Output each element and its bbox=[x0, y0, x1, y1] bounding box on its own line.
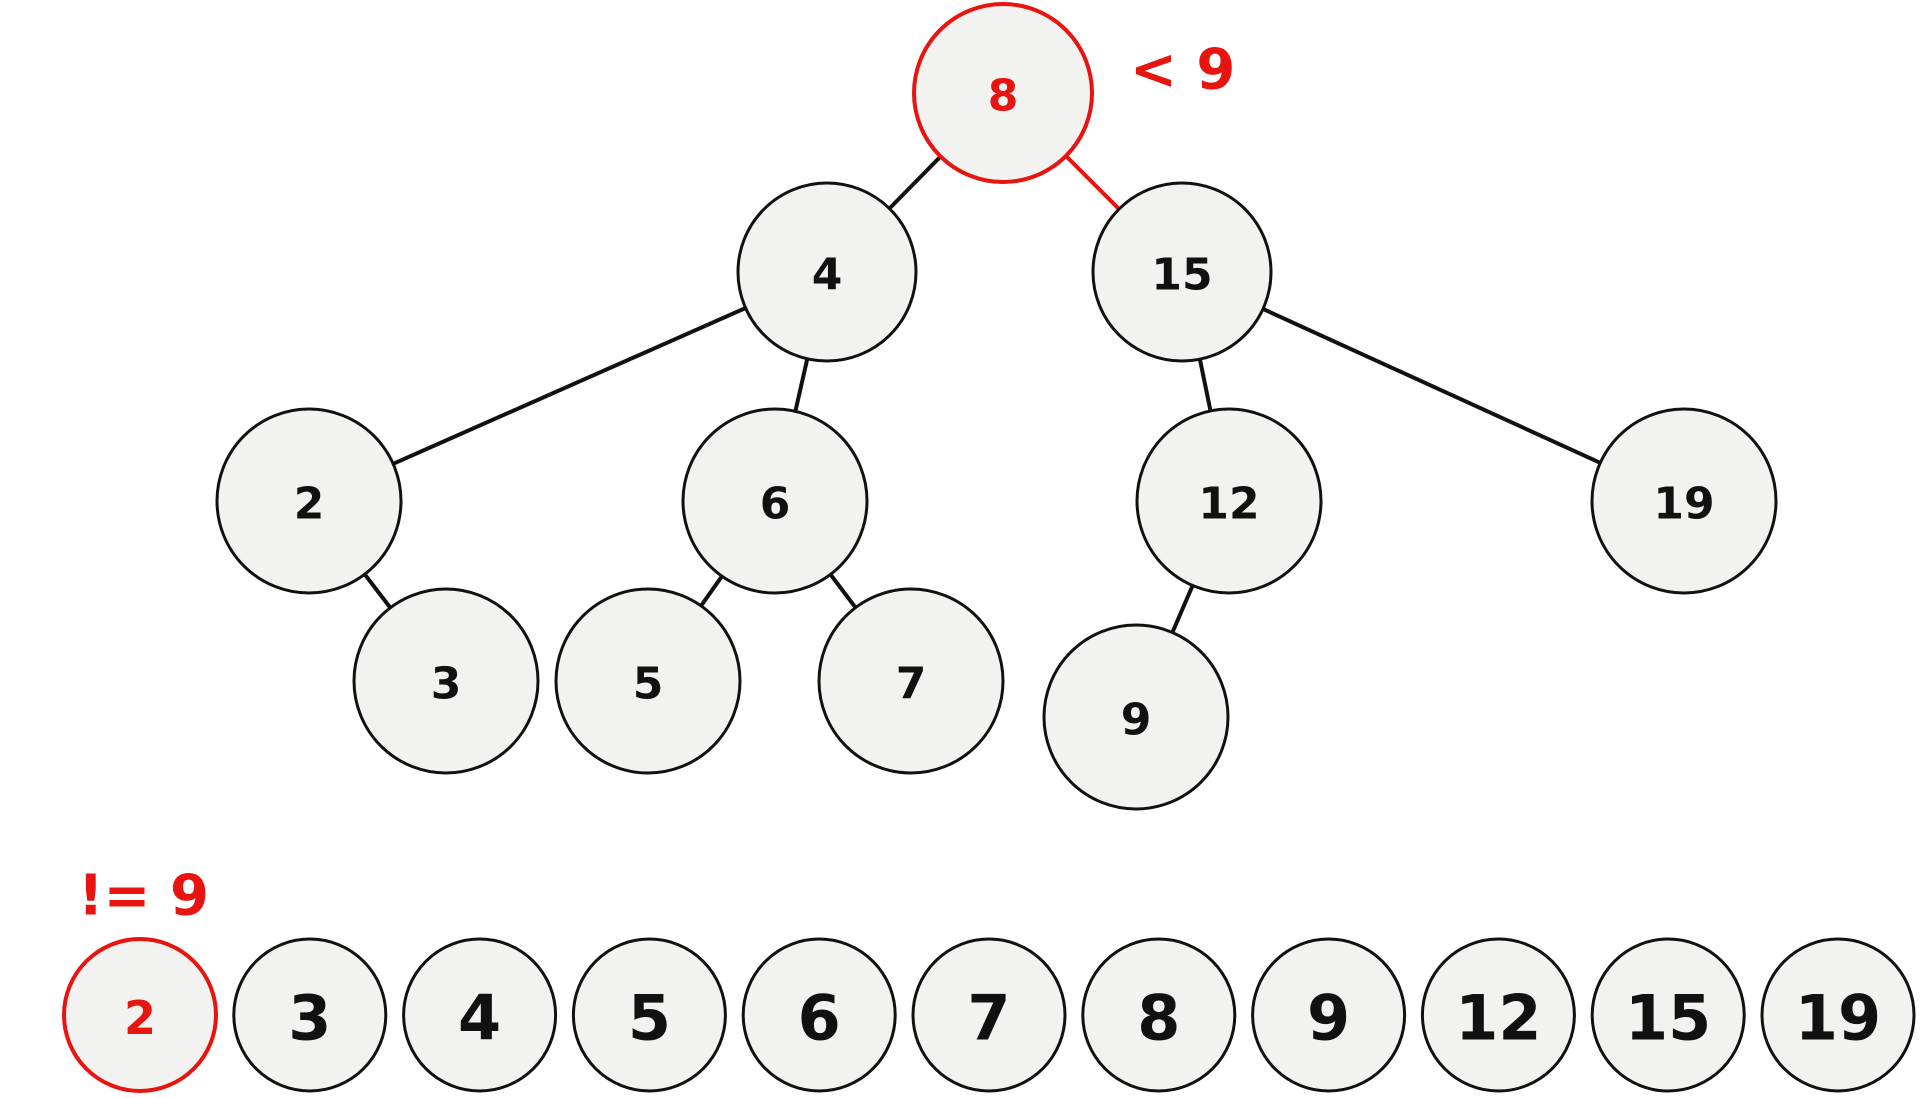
tree-node-circle bbox=[736, 181, 918, 363]
list-item-3: 3 bbox=[232, 937, 388, 1093]
tree-node-9: 9 bbox=[1042, 623, 1230, 811]
list-item-circle bbox=[1081, 937, 1237, 1093]
list-item-label: 5 bbox=[628, 982, 671, 1055]
tree-node-label: 9 bbox=[1121, 695, 1152, 746]
tree-node-circle bbox=[1042, 623, 1230, 811]
tree-node-12: 12 bbox=[1135, 407, 1323, 595]
tree-node-circle bbox=[1590, 407, 1778, 595]
list-item-label: 4 bbox=[458, 982, 501, 1055]
list-comparison-annotation: != 9 bbox=[78, 864, 209, 929]
list-item-circle bbox=[571, 937, 727, 1093]
sorted-list: 2 3 4 5 6 7 8 9 12 15 19 bbox=[62, 937, 1916, 1093]
list-item-7: 7 bbox=[911, 937, 1067, 1093]
list-item-15: 15 bbox=[1590, 937, 1746, 1093]
list-item-circle bbox=[1251, 937, 1407, 1093]
tree-node-label: 12 bbox=[1198, 479, 1259, 530]
tree-node-5: 5 bbox=[554, 587, 742, 775]
list-item-label: 7 bbox=[967, 982, 1010, 1055]
tree-node-15: 15 bbox=[1091, 181, 1273, 363]
tree-node-circle bbox=[912, 2, 1094, 184]
tree-node-4: 4 bbox=[736, 181, 918, 363]
tree-node-label: 8 bbox=[988, 71, 1019, 122]
list-item-19: 19 bbox=[1760, 937, 1916, 1093]
tree-node-circle bbox=[215, 407, 403, 595]
list-item-circle bbox=[402, 937, 558, 1093]
list-item-circle bbox=[232, 937, 388, 1093]
list-item-circle bbox=[1420, 937, 1576, 1093]
list-item-label: 3 bbox=[288, 982, 331, 1055]
tree-node-label: 19 bbox=[1653, 479, 1714, 530]
tree-node-circle bbox=[1135, 407, 1323, 595]
list-item-label: 15 bbox=[1625, 982, 1711, 1055]
tree-node-circle bbox=[1091, 181, 1273, 363]
list-item-label: 9 bbox=[1307, 982, 1350, 1055]
tree-edge-4-2 bbox=[308, 270, 828, 503]
list-item-label: 6 bbox=[798, 982, 841, 1055]
list-item-6: 6 bbox=[741, 937, 897, 1093]
list-item-circle bbox=[1760, 937, 1916, 1093]
tree-node-label: 5 bbox=[633, 659, 664, 710]
root-comparison-annotation: < 9 bbox=[1130, 38, 1235, 103]
tree-node-label: 4 bbox=[812, 250, 843, 301]
tree-node-label: 15 bbox=[1151, 250, 1212, 301]
tree-node-3: 3 bbox=[352, 587, 540, 775]
list-item-circle bbox=[1590, 937, 1746, 1093]
tree-node-circle bbox=[554, 587, 742, 775]
tree-node-19: 19 bbox=[1590, 407, 1778, 595]
tree-node-6: 6 bbox=[681, 407, 869, 595]
tree-node-circle bbox=[352, 587, 540, 775]
tree-node-label: 7 bbox=[896, 659, 927, 710]
tree-node-8: 8 bbox=[912, 2, 1094, 184]
list-item-5: 5 bbox=[571, 937, 727, 1093]
tree-node-circle bbox=[817, 587, 1005, 775]
tree-node-7: 7 bbox=[817, 587, 1005, 775]
list-item-circle bbox=[911, 937, 1067, 1093]
list-item-8: 8 bbox=[1081, 937, 1237, 1093]
list-item-circle bbox=[741, 937, 897, 1093]
list-item-4: 4 bbox=[402, 937, 558, 1093]
list-item-2: 2 bbox=[62, 937, 218, 1093]
list-item-circle bbox=[62, 937, 218, 1093]
list-item-9: 9 bbox=[1251, 937, 1407, 1093]
list-item-label: 2 bbox=[124, 991, 156, 1045]
tree-node-label: 6 bbox=[760, 479, 791, 530]
list-item-label: 19 bbox=[1795, 982, 1881, 1055]
tree-node-label: 3 bbox=[431, 659, 462, 710]
list-item-label: 12 bbox=[1455, 982, 1541, 1055]
tree-node-label: 2 bbox=[294, 479, 325, 530]
list-item-12: 12 bbox=[1420, 937, 1576, 1093]
list-item-label: 8 bbox=[1137, 982, 1180, 1055]
tree-node-2: 2 bbox=[215, 407, 403, 595]
tree-node-circle bbox=[681, 407, 869, 595]
